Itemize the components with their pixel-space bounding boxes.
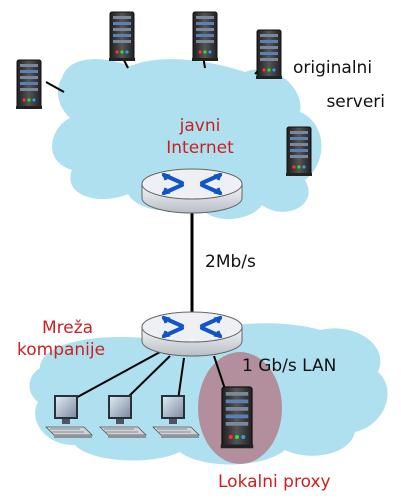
local-proxy-label: Lokalni proxy [218, 472, 331, 492]
internet-label: Internet [166, 138, 234, 158]
origin-server-icon [191, 11, 219, 62]
company-network-label: Mreža [41, 318, 94, 338]
origin-server-icon [15, 59, 43, 110]
lan-speed-label: 1 Gb/s LAN [242, 356, 337, 376]
internet-label: javni [179, 116, 221, 136]
internet-cloud [52, 59, 322, 220]
internet-router-icon [140, 167, 244, 215]
access-link-label: 2Mb/s [205, 252, 256, 272]
company-network-label: kompanije [17, 340, 106, 360]
origin-servers-label: originalni [293, 58, 373, 78]
origin-server-icon [108, 11, 136, 62]
origin-server-icon [255, 29, 283, 80]
origin-servers-label: serveri [326, 92, 385, 112]
lan-links [71, 351, 227, 401]
proxy-server-icon [220, 386, 254, 449]
origin-server-icon [285, 126, 313, 177]
company-router-icon [140, 310, 244, 358]
